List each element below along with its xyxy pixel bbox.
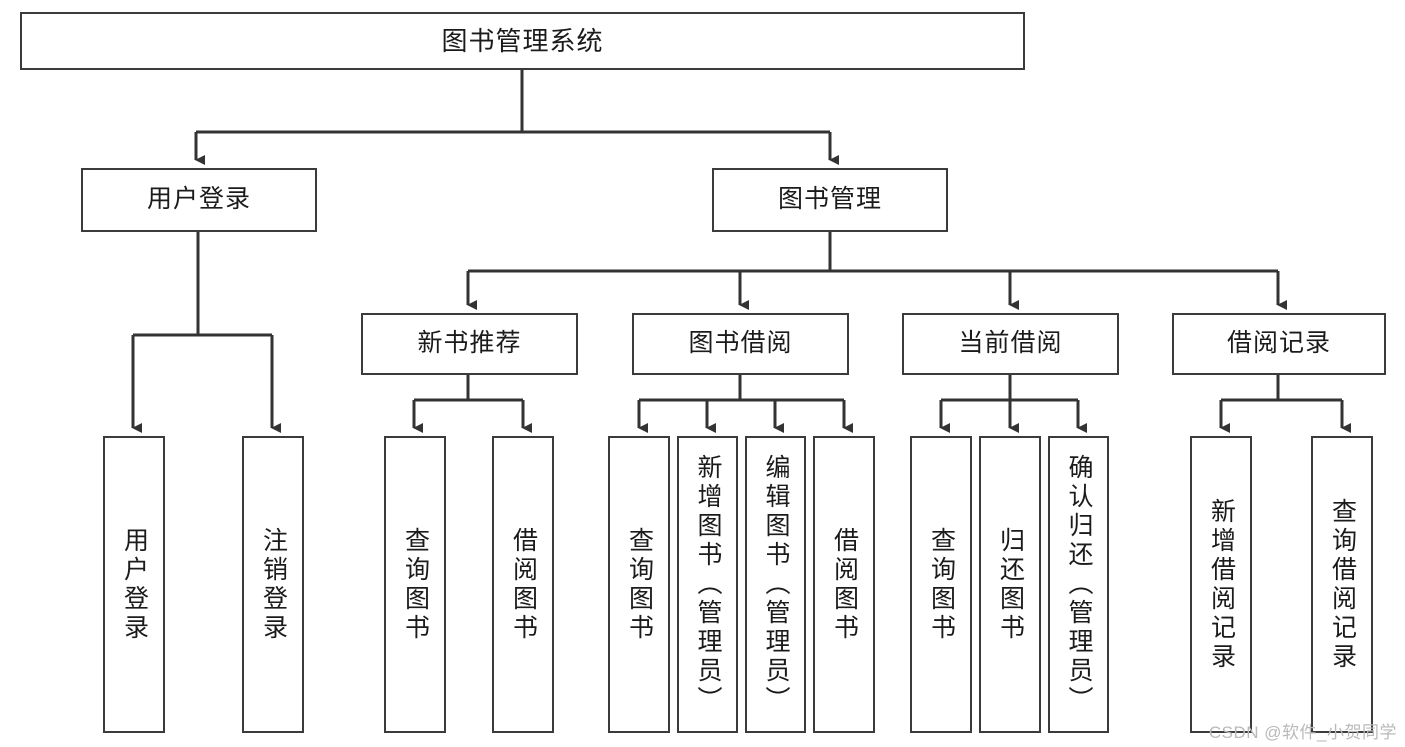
- node-label: 当前借阅: [958, 329, 1063, 358]
- node-leaf-current-borrow-return[interactable]: 归还图书: [979, 436, 1041, 733]
- node-label: 用户登录: [120, 526, 149, 643]
- node-leaf-book-borrow-query[interactable]: 查询图书: [608, 436, 670, 733]
- node-label: 查询图书: [625, 526, 654, 643]
- node-leaf-user-login-logout[interactable]: 注销登录: [242, 436, 304, 733]
- node-borrow-record[interactable]: 借阅记录: [1172, 313, 1386, 375]
- node-label: 借阅图书: [830, 526, 859, 643]
- node-label: 用户登录: [146, 185, 251, 214]
- node-current-borrow[interactable]: 当前借阅: [902, 313, 1119, 375]
- node-label: 图书借阅: [688, 329, 793, 358]
- node-label: 注销登录: [259, 526, 288, 643]
- node-label: 确认归还（管理员）: [1065, 454, 1093, 715]
- node-leaf-borrow-record-query[interactable]: 查询借阅记录: [1311, 436, 1373, 733]
- node-label: 归还图书: [996, 526, 1025, 643]
- node-leaf-book-borrow-edit[interactable]: 编辑图书（管理员）: [745, 436, 806, 733]
- node-label: 查询图书: [927, 526, 956, 643]
- node-book-management[interactable]: 图书管理: [712, 168, 948, 232]
- node-user-login[interactable]: 用户登录: [81, 168, 317, 232]
- node-label: 新书推荐: [417, 329, 522, 358]
- node-leaf-new-book-borrow[interactable]: 借阅图书: [492, 436, 554, 733]
- node-label: 查询借阅记录: [1328, 497, 1357, 672]
- node-label: 图书管理: [777, 185, 882, 214]
- node-label: 新增图书（管理员）: [694, 454, 722, 715]
- node-leaf-current-borrow-confirm-return[interactable]: 确认归还（管理员）: [1048, 436, 1109, 733]
- node-book-borrow[interactable]: 图书借阅: [632, 313, 849, 375]
- node-leaf-book-borrow-add[interactable]: 新增图书（管理员）: [677, 436, 738, 733]
- node-leaf-user-login-login[interactable]: 用户登录: [103, 436, 165, 733]
- node-leaf-book-borrow-borrow[interactable]: 借阅图书: [813, 436, 875, 733]
- csdn-watermark: CSDN @软件_小贺同学: [1208, 723, 1397, 742]
- node-label: 编辑图书（管理员）: [762, 454, 790, 715]
- node-label: 借阅图书: [509, 526, 538, 643]
- node-root-book-management-system[interactable]: 图书管理系统: [20, 12, 1025, 70]
- node-leaf-new-book-query[interactable]: 查询图书: [384, 436, 446, 733]
- node-label: 图书管理系统: [441, 25, 604, 56]
- node-new-book-recommend[interactable]: 新书推荐: [361, 313, 578, 375]
- node-label: 新增借阅记录: [1207, 497, 1236, 672]
- node-leaf-current-borrow-query[interactable]: 查询图书: [910, 436, 972, 733]
- node-leaf-borrow-record-add[interactable]: 新增借阅记录: [1190, 436, 1252, 733]
- node-label: 查询图书: [401, 526, 430, 643]
- node-label: 借阅记录: [1226, 329, 1331, 358]
